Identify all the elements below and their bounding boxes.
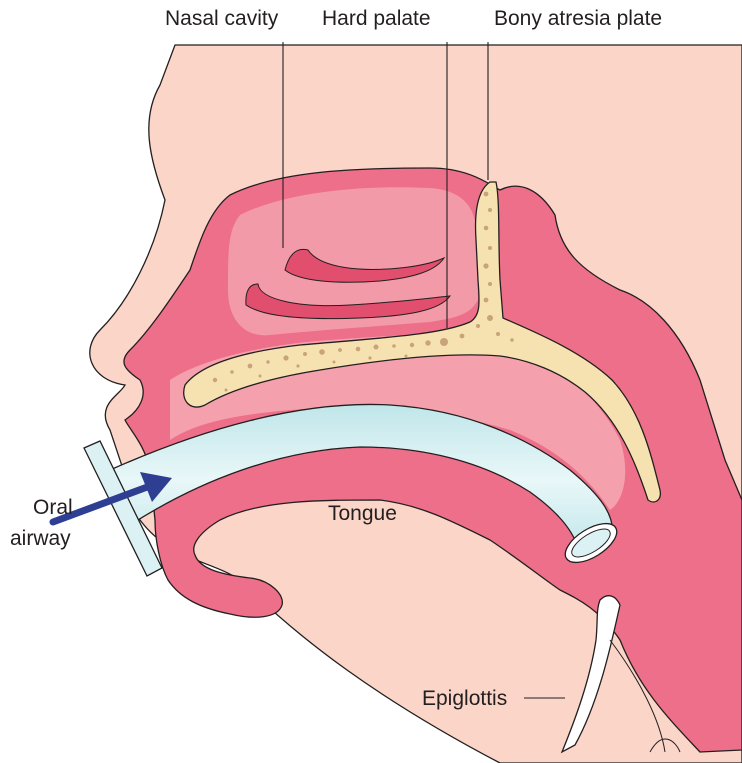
turbinate-lower: [245, 283, 452, 320]
larynx-lines: [609, 639, 681, 753]
hard-palate-bone: [183, 181, 661, 503]
turbinate-upper: [284, 248, 446, 283]
airway-tube-inner: [571, 528, 611, 558]
blue-arrow-icon: [49, 472, 172, 526]
label-hard-palate: Hard palate: [322, 7, 431, 30]
label-oral: Oral: [33, 496, 73, 519]
label-airway: airway: [10, 527, 71, 550]
label-bony-atresia-plate: Bony atresia plate: [494, 7, 663, 30]
leader-lines: [282, 42, 565, 699]
epiglottis-shape: [560, 595, 621, 754]
nasal-cavity-shape: [228, 187, 478, 336]
label-epiglottis: Epiglottis: [422, 687, 508, 710]
oral-cavity-shape: [170, 334, 626, 510]
label-tongue: Tongue: [328, 502, 397, 525]
bone-speckles: [212, 191, 514, 392]
airway-flange: [83, 440, 163, 577]
label-nasal-cavity: Nasal cavity: [165, 7, 279, 30]
